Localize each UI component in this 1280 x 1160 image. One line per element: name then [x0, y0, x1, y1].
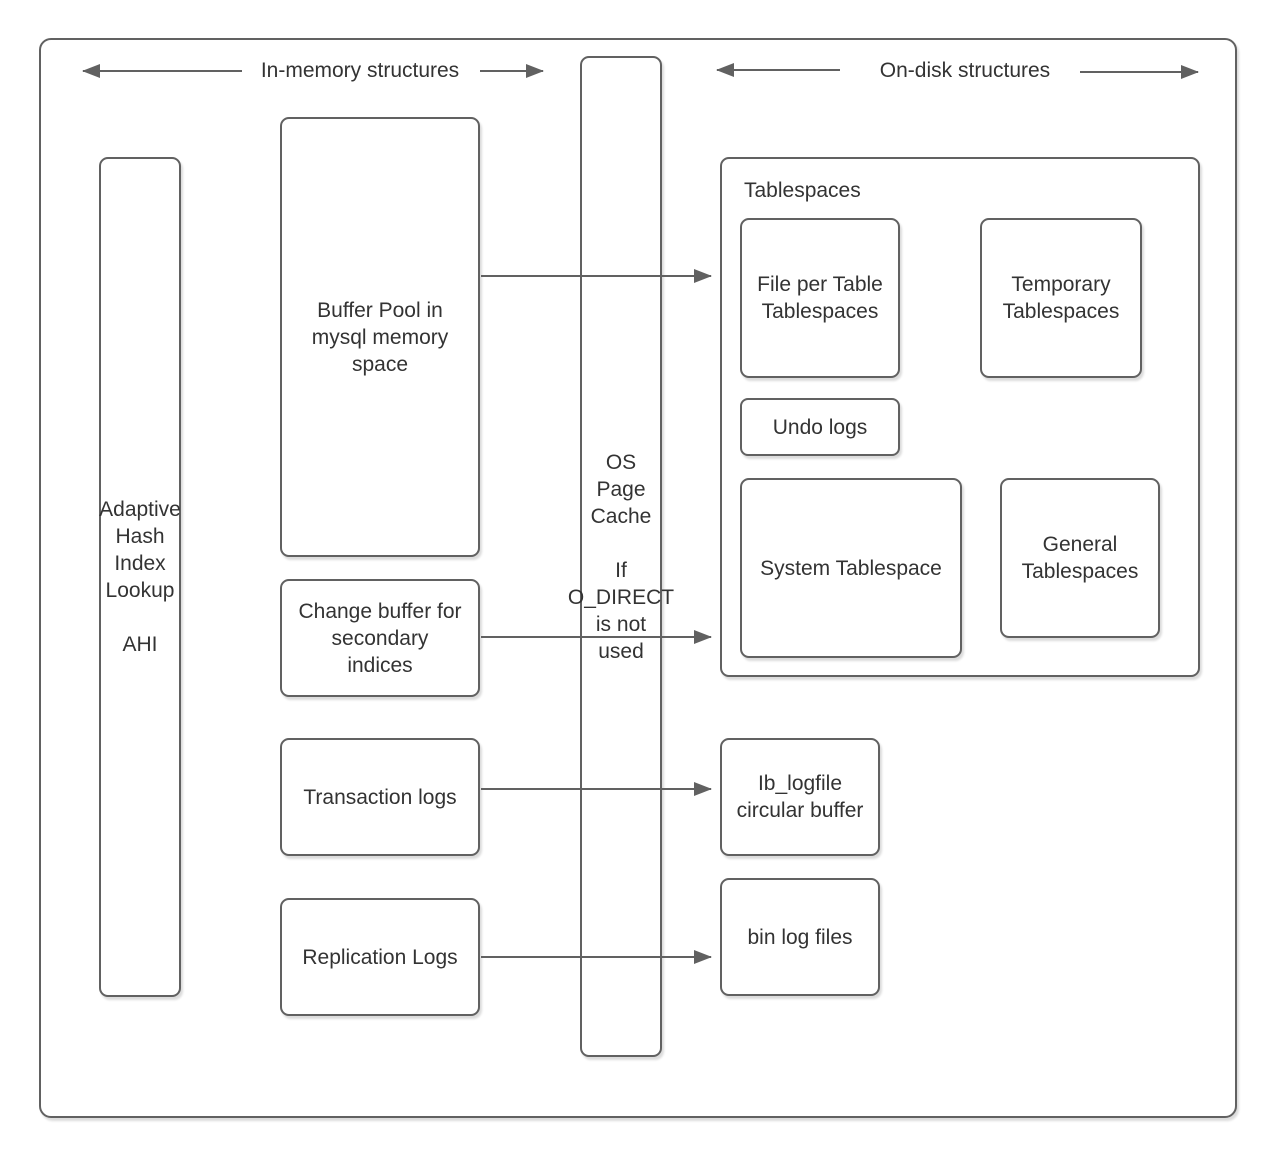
- node-bin-log-files: bin log files: [720, 878, 880, 996]
- in-memory-structures-header: In-memory structures: [260, 59, 460, 82]
- node-adaptive-hash-index: Adaptive Hash Index Lookup AHI: [99, 157, 181, 997]
- node-general-tablespaces-label: General Tablespaces: [1021, 533, 1139, 583]
- node-buffer-pool-label: Buffer Pool in mysql memory space: [311, 298, 449, 376]
- node-undo-logs-label: Undo logs: [772, 415, 868, 439]
- node-replication-logs: Replication Logs: [280, 898, 480, 1016]
- node-os-page-cache: OS Page Cache If O_DIRECT is not used: [568, 56, 674, 1057]
- node-change-buffer-label: Change buffer for secondary indices: [298, 599, 462, 677]
- node-os-page-cache-label: OS Page Cache If O_DIRECT is not used: [567, 450, 675, 663]
- node-file-per-table-tablespaces-label: File per Table Tablespaces: [757, 273, 883, 323]
- node-undo-logs: Undo logs: [740, 398, 900, 456]
- node-file-per-table-tablespaces: File per Table Tablespaces: [740, 218, 900, 378]
- node-general-tablespaces: General Tablespaces: [1000, 478, 1160, 638]
- node-system-tablespace: System Tablespace: [740, 478, 962, 658]
- node-temporary-tablespaces-label: Temporary Tablespaces: [1002, 273, 1120, 323]
- node-change-buffer: Change buffer for secondary indices: [280, 579, 480, 697]
- node-bin-log-files-label: bin log files: [747, 925, 853, 949]
- node-ib-logfile: Ib_logfile circular buffer: [720, 738, 880, 856]
- node-buffer-pool: Buffer Pool in mysql memory space: [280, 117, 480, 557]
- on-disk-structures-header: On-disk structures: [879, 59, 1051, 82]
- tablespaces-container-title: Tablespaces: [744, 179, 861, 202]
- node-system-tablespace-label: System Tablespace: [760, 556, 942, 580]
- node-transaction-logs-label: Transaction logs: [303, 785, 457, 809]
- node-ib-logfile-label: Ib_logfile circular buffer: [736, 772, 864, 822]
- node-adaptive-hash-index-label: Adaptive Hash Index Lookup AHI: [99, 498, 181, 656]
- node-temporary-tablespaces: Temporary Tablespaces: [980, 218, 1142, 378]
- node-transaction-logs: Transaction logs: [280, 738, 480, 856]
- node-replication-logs-label: Replication Logs: [302, 945, 458, 969]
